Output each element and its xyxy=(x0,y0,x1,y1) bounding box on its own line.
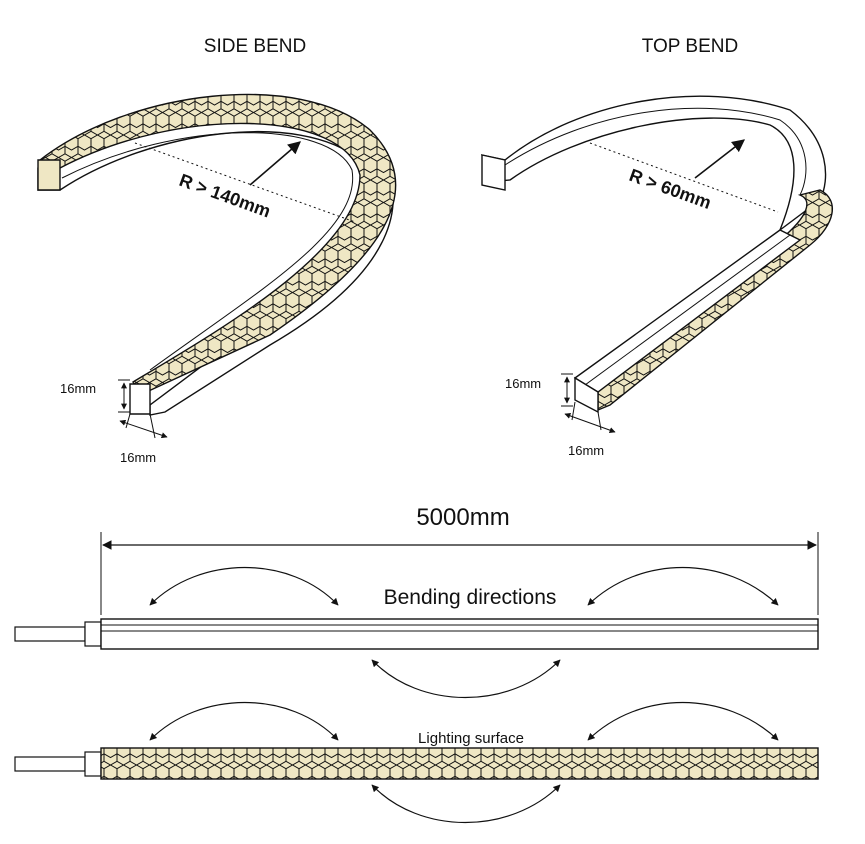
side-bend-height-label: 16mm xyxy=(60,381,96,396)
cable-2 xyxy=(14,756,86,772)
connector-2 xyxy=(84,751,102,777)
connector-1 xyxy=(84,621,102,647)
side-bend-inner-edge xyxy=(61,132,354,371)
top-bend-height-label: 16mm xyxy=(505,376,541,391)
bend-arrow-upper-right-2 xyxy=(587,701,779,741)
side-bend-title: SIDE BEND xyxy=(204,36,306,57)
strip-lighting-view: Lighting surface xyxy=(14,701,819,824)
strip-top-view: Bending directions xyxy=(14,566,819,699)
top-bend-profile-top xyxy=(481,95,827,233)
top-bend-width-tick-right xyxy=(597,411,602,431)
cable-1 xyxy=(14,626,86,642)
side-bend-end-cap-bottom xyxy=(129,383,151,415)
strip-2-led-surface xyxy=(100,747,819,780)
lighting-surface-label: Lighting surface xyxy=(418,730,524,747)
strip-1-body xyxy=(100,618,819,650)
top-bend-title: TOP BEND xyxy=(642,36,738,57)
bend-arrow-upper-left xyxy=(149,566,339,606)
bending-directions-label: Bending directions xyxy=(384,586,557,609)
top-bend-figure: TOP BEND R > 60mm 16mm 16mm xyxy=(481,36,833,458)
bend-arrow-lower-middle-2 xyxy=(371,784,561,824)
bend-arrow-upper-left-2 xyxy=(149,701,339,741)
top-bend-inner-groove xyxy=(504,107,807,196)
top-bend-width-tick-left xyxy=(571,401,576,421)
length-label: 5000mm xyxy=(416,504,509,531)
side-bend-width-tick-right xyxy=(149,413,156,439)
bend-arrow-lower-middle xyxy=(371,659,561,699)
top-bend-diameter-line xyxy=(589,142,779,213)
side-bend-led-surface xyxy=(38,93,397,396)
top-bend-arm-groove xyxy=(584,234,791,386)
side-bend-radius-arrow xyxy=(249,141,301,186)
side-bend-diameter-line xyxy=(134,142,356,223)
top-bend-width-dim xyxy=(564,413,616,433)
side-bend-figure: SIDE BEND R > 140mm 16mm 16mm xyxy=(37,36,397,465)
top-bend-radius-arrow xyxy=(694,139,746,179)
length-dimension: 5000mm xyxy=(100,504,819,615)
top-bend-width-label: 16mm xyxy=(568,443,604,458)
side-bend-end-cap-top xyxy=(37,159,61,191)
side-bend-width-label: 16mm xyxy=(120,450,156,465)
side-bend-width-tick-left xyxy=(125,413,131,429)
bend-arrow-upper-right xyxy=(587,566,779,606)
top-bend-end-cap-top xyxy=(481,154,506,191)
side-bend-width-dim xyxy=(119,419,168,439)
